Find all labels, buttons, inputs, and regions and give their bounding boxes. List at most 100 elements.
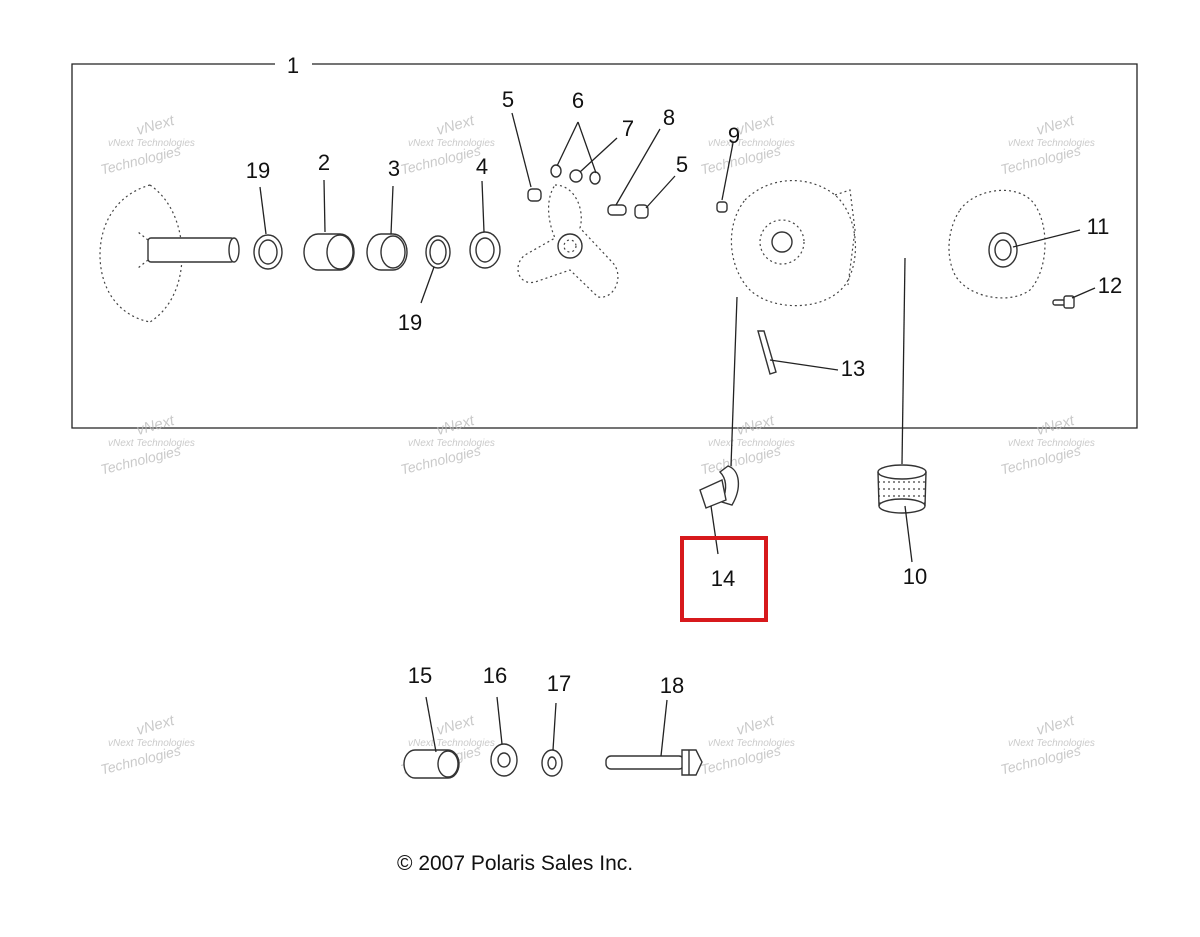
leader-14-lower [710, 505, 719, 555]
leader-13 [769, 359, 839, 371]
leader-3 [390, 185, 394, 235]
callout-4[interactable]: 4 [476, 154, 488, 179]
leader-10-upper [901, 257, 906, 465]
callout-18[interactable]: 18 [660, 673, 684, 698]
leader-18 [660, 699, 668, 757]
svg-text:vNext Technologies: vNext Technologies [1008, 138, 1095, 149]
leader-11 [1012, 229, 1081, 248]
roller-5-right-part[interactable] [634, 204, 649, 219]
svg-text:vNext: vNext [435, 112, 477, 139]
svg-text:vNext Technologies: vNext Technologies [108, 438, 195, 449]
watermark: vNext vNext Technologies Technologies [99, 112, 195, 178]
svg-text:vNext Technologies: vNext Technologies [708, 738, 795, 749]
svg-text:vNext: vNext [435, 412, 477, 439]
cover-part[interactable] [948, 189, 1046, 299]
callout-8[interactable]: 8 [663, 105, 675, 130]
svg-text:vNext: vNext [1035, 712, 1077, 739]
svg-text:vNext: vNext [1035, 412, 1077, 439]
callout-13[interactable]: 13 [841, 356, 865, 381]
leader-15 [425, 696, 437, 753]
roller-5-left-part[interactable] [527, 188, 542, 202]
spider-part[interactable] [517, 184, 619, 298]
svg-text:vNext Technologies: vNext Technologies [708, 138, 795, 149]
spring-10-part[interactable] [877, 464, 927, 514]
svg-text:vNext: vNext [135, 412, 177, 439]
leader-19-lower [420, 266, 435, 304]
copyright-notice: © 2007 Polaris Sales Inc. [397, 852, 633, 876]
callout-7[interactable]: 7 [622, 116, 634, 141]
leader-17 [552, 702, 557, 751]
callout-17[interactable]: 17 [547, 671, 571, 696]
svg-text:vNext Technologies: vNext Technologies [408, 738, 495, 749]
ring-19-lower-part[interactable] [425, 235, 451, 269]
fixed-sheave-part[interactable] [99, 184, 240, 323]
callout-2[interactable]: 2 [318, 150, 330, 175]
highlight-box-14 [680, 536, 768, 622]
callout-9[interactable]: 9 [728, 123, 740, 148]
svg-text:vNext: vNext [1035, 112, 1077, 139]
pin-8-part[interactable] [607, 204, 627, 216]
leader-4 [481, 180, 485, 233]
svg-text:vNext Technologies: vNext Technologies [1008, 438, 1095, 449]
svg-text:vNext: vNext [735, 412, 777, 439]
watermark: vNext vNext Technologies Technologies [999, 412, 1095, 478]
leader-2 [323, 179, 326, 233]
svg-text:vNext: vNext [135, 112, 177, 139]
leader-5-left [511, 112, 532, 188]
leader-12 [1071, 287, 1096, 299]
pin-13-part[interactable] [757, 330, 777, 375]
leader-6a [556, 121, 579, 167]
callout-19-upper[interactable]: 19 [246, 158, 270, 183]
watermark: vNext vNext Technologies Technologies [99, 412, 195, 478]
spacer-15-part[interactable] [403, 749, 460, 779]
watermark: vNext vNext Technologies Technologies [999, 712, 1095, 778]
callout-3[interactable]: 3 [388, 156, 400, 181]
washer-16-part[interactable] [490, 743, 518, 777]
weight-14-part[interactable] [699, 465, 739, 509]
bolt-18-part[interactable] [605, 749, 703, 776]
washers-6-part[interactable] [550, 164, 601, 185]
svg-text:vNext: vNext [435, 712, 477, 739]
leader-6b [577, 121, 597, 174]
watermark: vNext vNext Technologies Technologies [999, 112, 1095, 178]
callout-16[interactable]: 16 [483, 663, 507, 688]
leader-16 [496, 696, 503, 745]
leader-19-upper [259, 186, 267, 235]
callout-15[interactable]: 15 [408, 663, 432, 688]
leader-8 [615, 128, 661, 206]
movable-sheave-part[interactable] [730, 179, 856, 307]
watermark-group: vNext vNext Technologies Technologies vN… [99, 112, 1095, 778]
callout-6[interactable]: 6 [572, 88, 584, 113]
callout-11[interactable]: 11 [1087, 214, 1110, 239]
callout-10[interactable]: 10 [903, 564, 927, 589]
watermark: vNext vNext Technologies Technologies [99, 712, 195, 778]
bushing-9-part[interactable] [716, 201, 728, 213]
assembly-frame [71, 63, 1138, 429]
leader-9 [721, 142, 734, 201]
watermark: vNext vNext Technologies Technologies [699, 112, 795, 178]
watermark: vNext vNext Technologies Technologies [699, 412, 795, 478]
sleeve-3-part[interactable] [366, 233, 408, 271]
callout-1[interactable]: 1 [287, 53, 299, 78]
svg-text:vNext: vNext [135, 712, 177, 739]
washer-17-part[interactable] [541, 749, 563, 777]
callout-12[interactable]: 12 [1098, 273, 1122, 298]
ring-19-upper-part[interactable] [253, 234, 283, 270]
svg-text:vNext Technologies: vNext Technologies [1008, 738, 1095, 749]
callout-19-lower[interactable]: 19 [398, 310, 422, 335]
bolt-12-part[interactable] [1052, 295, 1075, 309]
svg-text:vNext Technologies: vNext Technologies [108, 738, 195, 749]
svg-text:vNext Technologies: vNext Technologies [708, 438, 795, 449]
svg-text:vNext Technologies: vNext Technologies [108, 138, 195, 149]
callout-14[interactable]: 14 [711, 566, 735, 591]
leader-10-lower [904, 505, 913, 563]
callout-5-right[interactable]: 5 [676, 152, 688, 177]
copyright-text: 2007 Polaris Sales Inc. [412, 852, 634, 875]
bushing-2-part[interactable] [303, 233, 355, 271]
copyright-symbol: © [397, 852, 413, 875]
leader-5-right [645, 175, 676, 209]
callout-5-left[interactable]: 5 [502, 87, 514, 112]
bearing-4-part[interactable] [469, 231, 501, 269]
leader-14-upper [730, 296, 738, 467]
